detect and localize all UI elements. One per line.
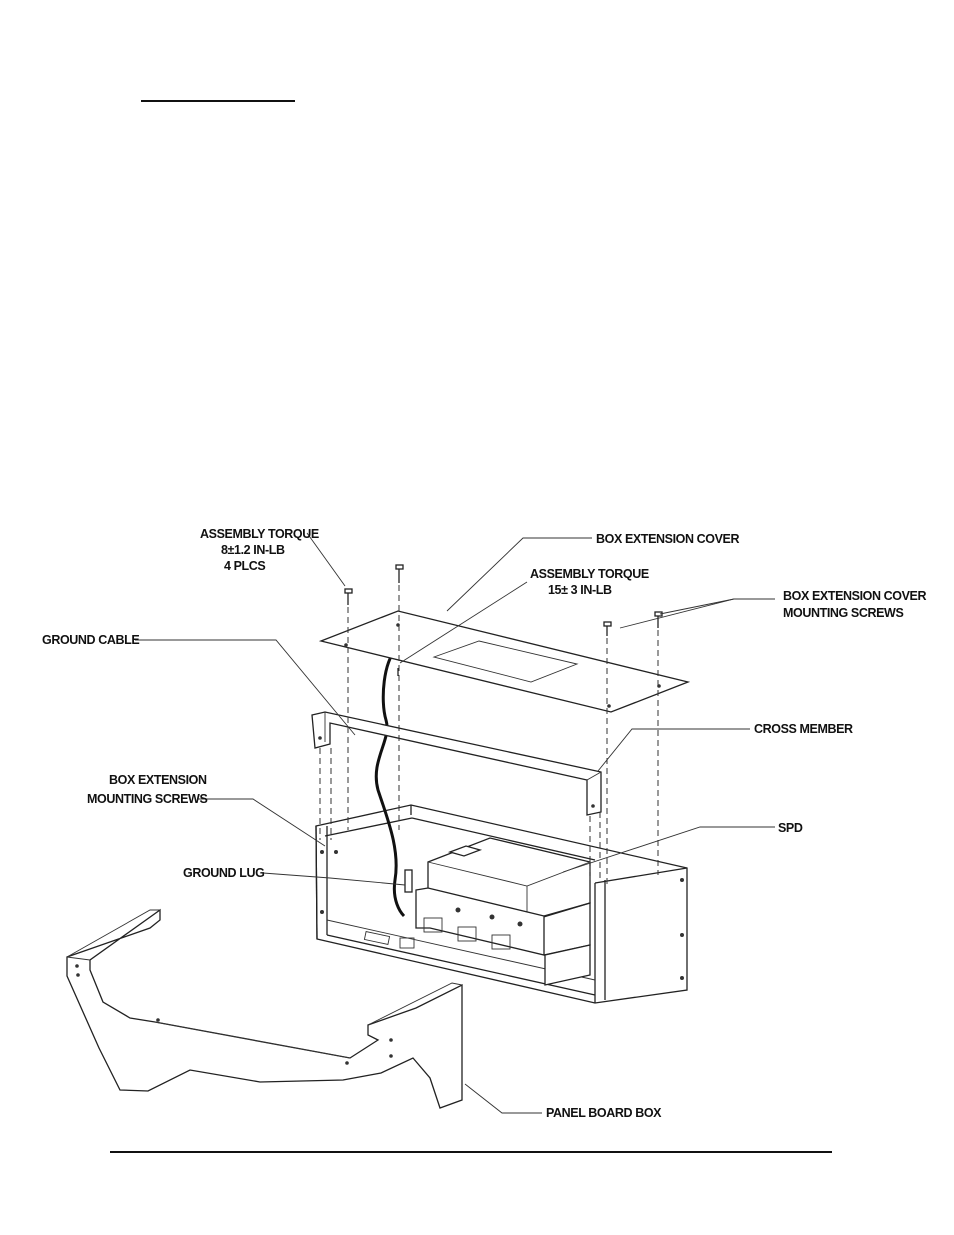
label-cross-member: CROSS MEMBER xyxy=(754,722,853,736)
label-box-extension-mounting-screws-line2: MOUNTING SCREWS xyxy=(87,792,207,806)
callout-assembly-torque-screws: ASSEMBLY TORQUE 8±1.2 IN-LB 4 PLCS xyxy=(200,527,319,573)
footer-rule xyxy=(110,1151,832,1153)
label-spd: SPD xyxy=(778,821,803,835)
callout-box-extension-cover-mounting-screws: BOX EXTENSION COVER MOUNTING SCREWS xyxy=(783,589,926,620)
label-assembly-torque-screws-line2: 8±1.2 IN-LB xyxy=(221,543,285,557)
label-ground-lug: GROUND LUG xyxy=(183,866,264,880)
label-assembly-torque-screws-line1: ASSEMBLY TORQUE xyxy=(200,527,319,541)
label-assembly-torque-ground-line1: ASSEMBLY TORQUE xyxy=(530,567,649,581)
ground-lug-drawing xyxy=(405,870,412,892)
label-panel-board-box: PANEL BOARD BOX xyxy=(546,1106,662,1120)
label-ground-cable: GROUND CABLE xyxy=(42,633,139,647)
box-extension-cover-drawing xyxy=(321,611,688,712)
label-box-extension-cover-mounting-screws-line1: BOX EXTENSION COVER xyxy=(783,589,926,603)
callout-box-extension-mounting-screws: BOX EXTENSION MOUNTING SCREWS xyxy=(87,773,207,806)
label-box-extension-cover-mounting-screws-line2: MOUNTING SCREWS xyxy=(783,606,903,620)
callout-assembly-torque-ground: ASSEMBLY TORQUE 15± 3 IN-LB xyxy=(530,567,649,597)
label-box-extension-cover: BOX EXTENSION COVER xyxy=(596,532,739,546)
label-box-extension-mounting-screws-line1: BOX EXTENSION xyxy=(109,773,207,787)
label-assembly-torque-screws-line3: 4 PLCS xyxy=(224,559,265,573)
label-assembly-torque-ground-line2: 15± 3 IN-LB xyxy=(548,583,612,597)
cross-member-drawing xyxy=(312,712,601,815)
